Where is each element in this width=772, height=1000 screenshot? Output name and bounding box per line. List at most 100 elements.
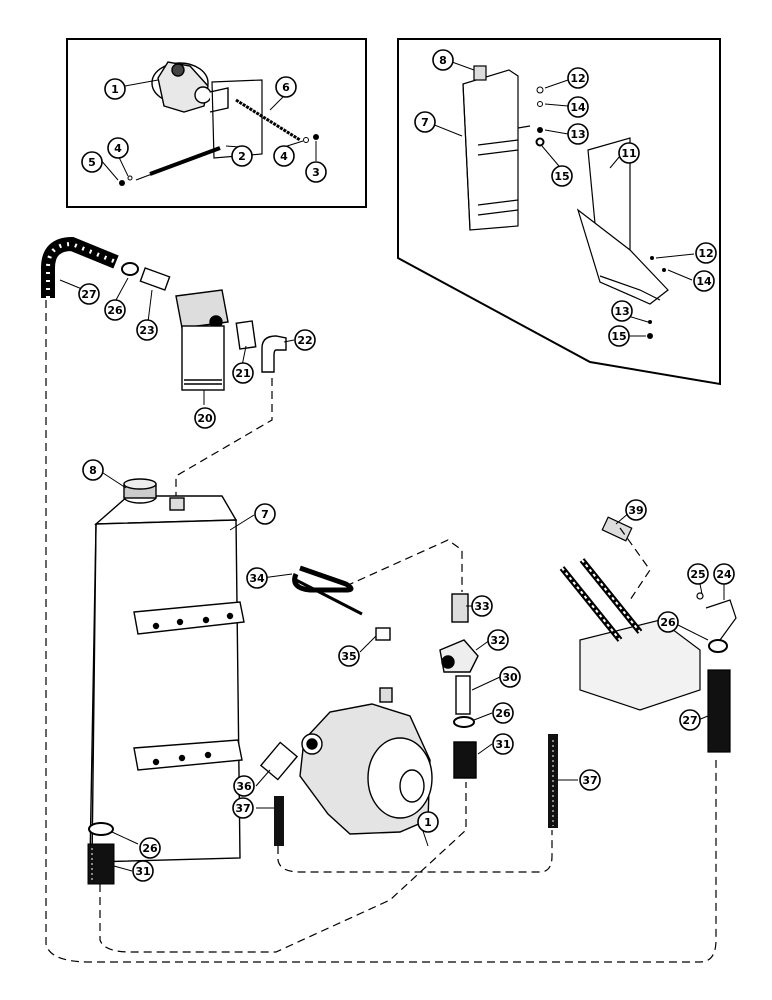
callout-label: 34 — [249, 572, 265, 585]
callout-label: 26 — [660, 616, 676, 629]
callout-c8a: 8 — [432, 49, 454, 71]
callout-c4a: 4 — [107, 137, 129, 159]
callout-label: 1 — [111, 83, 119, 96]
callout-c4b: 4 — [273, 145, 295, 167]
callout-label: 32 — [490, 634, 505, 647]
callout-circle — [608, 325, 630, 347]
callout-circle — [136, 319, 158, 341]
callout-circle — [81, 151, 103, 173]
suction-hose-top — [41, 236, 119, 298]
callout-circle — [104, 299, 126, 321]
callout-label: 3 — [312, 166, 320, 179]
callout-c37a: 37 — [232, 797, 254, 819]
callout-label: 7 — [421, 116, 429, 129]
callout-c26d: 26 — [139, 837, 161, 859]
callout-c39: 39 — [625, 499, 647, 521]
callout-label: 20 — [197, 412, 213, 425]
hydraulic-pump — [299, 687, 433, 835]
callout-circle — [417, 811, 439, 833]
callout-label: 7 — [261, 508, 269, 521]
callout-label: 13 — [570, 128, 585, 141]
inset-pump-mount — [66, 38, 367, 208]
inset-mount-plate — [211, 79, 263, 159]
callout-circle — [104, 78, 126, 100]
callout-circle — [273, 145, 295, 167]
callout-label: 36 — [236, 780, 252, 793]
callout-c8b: 8 — [82, 459, 104, 481]
callout-circle — [695, 242, 717, 264]
callout-circle — [233, 775, 255, 797]
callout-circle — [492, 702, 514, 724]
callout-c26a: 26 — [104, 299, 126, 321]
inset-pump-drawing — [151, 61, 229, 113]
callout-circle — [657, 611, 679, 633]
callout-circle — [551, 165, 573, 187]
callout-circle — [275, 76, 297, 98]
callout-c35: 35 — [338, 645, 360, 667]
callout-c26c: 26 — [657, 611, 679, 633]
callout-circle — [487, 629, 509, 651]
control-valve — [559, 516, 737, 753]
callout-label: 1 — [424, 816, 432, 829]
callout-c2: 2 — [231, 145, 253, 167]
callout-circle — [305, 161, 327, 183]
callout-circle — [567, 96, 589, 118]
callout-circle — [679, 709, 701, 731]
callout-c5: 5 — [81, 151, 103, 173]
callout-c30: 30 — [499, 666, 521, 688]
inset-tank-bracket — [397, 38, 721, 386]
callout-c24: 24 — [713, 563, 735, 585]
callout-c12b: 12 — [695, 242, 717, 264]
callout-c14b: 14 — [693, 270, 715, 292]
callout-circle — [82, 459, 104, 481]
callout-c3: 3 — [305, 161, 327, 183]
callout-layer: 1234456871214131511121413152726232021228… — [78, 49, 735, 882]
callout-label: 14 — [570, 101, 586, 114]
callout-c11: 11 — [618, 142, 640, 164]
callout-label: 27 — [682, 714, 697, 727]
routing-lines — [45, 300, 717, 963]
callout-label: 4 — [114, 142, 122, 155]
callout-c15a: 15 — [551, 165, 573, 187]
callout-label: 39 — [628, 504, 643, 517]
callout-c26b: 26 — [492, 702, 514, 724]
callout-c32: 32 — [487, 629, 509, 651]
callout-circle — [579, 769, 601, 791]
callout-label: 31 — [495, 738, 510, 751]
callout-label: 11 — [621, 147, 636, 160]
callout-label: 8 — [439, 54, 447, 67]
callout-circle — [139, 837, 161, 859]
callout-circle — [231, 145, 253, 167]
callout-label: 15 — [554, 170, 569, 183]
callout-c15b: 15 — [608, 325, 630, 347]
callout-c20: 20 — [194, 407, 216, 429]
callout-c1a: 1 — [104, 78, 126, 100]
callout-label: 23 — [139, 324, 154, 337]
callout-c31b: 31 — [132, 860, 154, 882]
callout-c25: 25 — [687, 563, 709, 585]
callout-c22: 22 — [294, 329, 316, 351]
filter-assembly — [175, 289, 229, 391]
callout-label: 26 — [107, 304, 123, 317]
callout-circle — [78, 283, 100, 305]
callout-label: 8 — [89, 464, 97, 477]
callout-c34: 34 — [246, 567, 268, 589]
callout-label: 21 — [235, 367, 250, 380]
callout-circle — [232, 797, 254, 819]
callout-label: 35 — [341, 650, 356, 663]
callout-circle — [492, 733, 514, 755]
callout-c13b: 13 — [611, 300, 633, 322]
callout-circle — [254, 503, 276, 525]
callout-circle — [687, 563, 709, 585]
callout-circle — [414, 111, 436, 133]
callout-circle — [471, 595, 493, 617]
callout-label: 15 — [611, 330, 626, 343]
callout-c12a: 12 — [567, 67, 589, 89]
callout-label: 26 — [142, 842, 158, 855]
callout-label: 37 — [235, 802, 250, 815]
callout-c33: 33 — [471, 595, 493, 617]
callout-c7b: 7 — [254, 503, 276, 525]
callout-circle — [567, 67, 589, 89]
callout-label: 5 — [88, 156, 96, 169]
